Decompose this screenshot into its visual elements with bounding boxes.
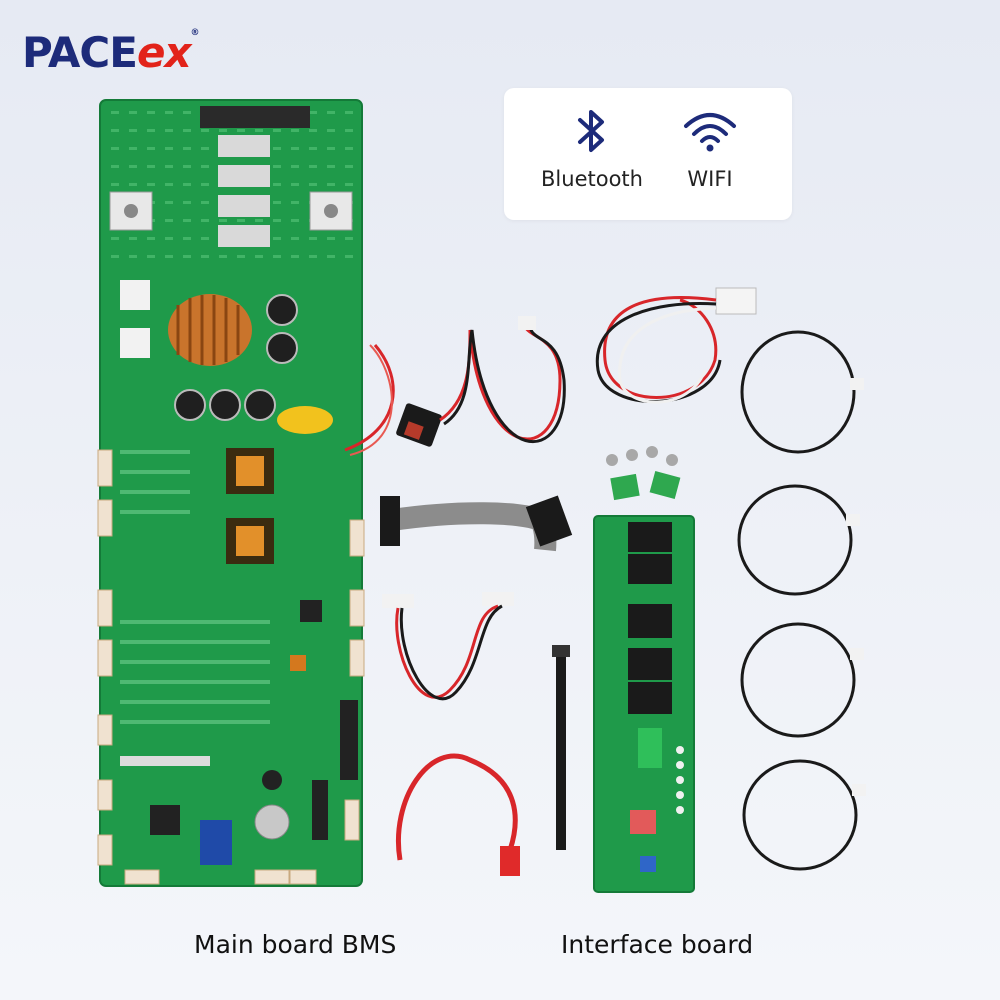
brand-logo: PACEex® bbox=[22, 28, 200, 77]
wifi-feature: WIFI bbox=[650, 108, 770, 191]
switch-cable bbox=[396, 316, 566, 447]
ribbon-cable bbox=[380, 495, 573, 552]
connectivity-card: Bluetooth WIFI bbox=[504, 88, 792, 220]
interface-board bbox=[593, 515, 695, 893]
main-board-bms bbox=[97, 99, 365, 887]
battery-comm-cable bbox=[382, 592, 514, 701]
caption-main-board: Main board BMS bbox=[194, 930, 397, 959]
logo-accent-text: ex bbox=[136, 28, 192, 77]
screws-and-terminals bbox=[606, 446, 681, 501]
logo-registered-mark: ® bbox=[190, 28, 200, 38]
temperature-sensor-cables bbox=[737, 330, 858, 871]
power-cable bbox=[595, 287, 757, 404]
bluetooth-feature: Bluetooth bbox=[532, 108, 652, 191]
black-cable-strap bbox=[556, 650, 566, 850]
red-power-cable bbox=[396, 753, 520, 876]
caption-interface-board: Interface board bbox=[561, 930, 754, 959]
wifi-icon bbox=[684, 113, 736, 152]
bluetooth-label: Bluetooth bbox=[541, 167, 643, 191]
wifi-label: WIFI bbox=[687, 167, 733, 191]
bluetooth-icon bbox=[578, 110, 604, 152]
logo-main-text: PACE bbox=[22, 28, 138, 77]
